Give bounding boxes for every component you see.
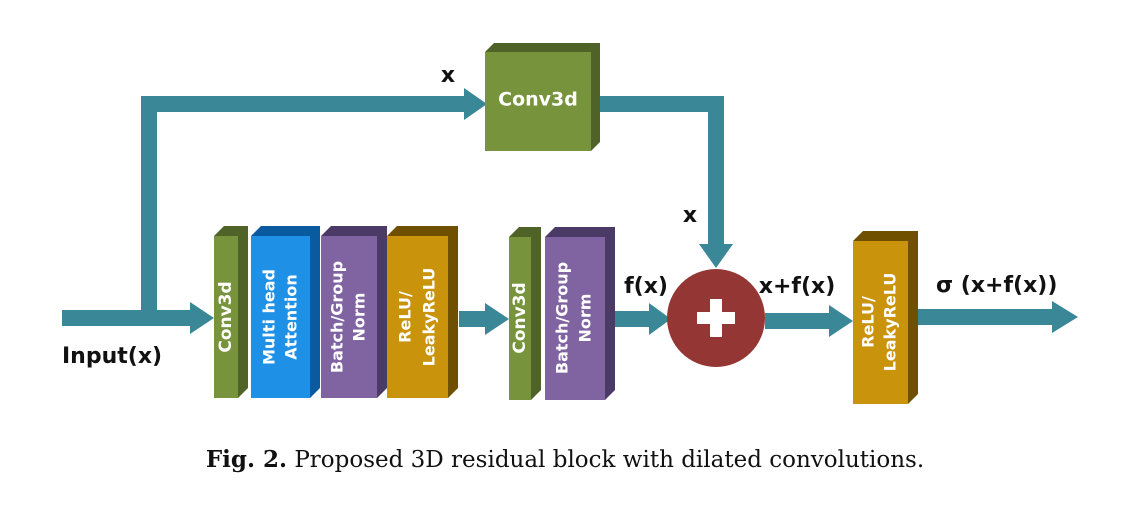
input-label: Input(x) (62, 344, 162, 369)
sum-arrow (765, 305, 853, 337)
block1-attention: Multi head Attention (251, 226, 320, 398)
block1-norm-label-1: Batch/Group (328, 261, 347, 373)
residual-block-diagram: Conv3d Conv3d Multi head Attention Batch… (62, 43, 1078, 404)
fx-arrow (615, 303, 671, 335)
block1-relu: ReLU/ LeakyReLU (387, 226, 458, 398)
block1-relu-label-1: ReLU/ (396, 291, 415, 343)
block1-to-block2-arrow (459, 303, 509, 335)
block2-norm: Batch/Group Norm (545, 227, 615, 400)
top-conv3d-block: Conv3d (485, 43, 600, 151)
caption-text: Proposed 3D residual block with dilated … (287, 447, 925, 473)
x-top-label: x (441, 63, 455, 88)
x-mid-label: x (683, 203, 697, 228)
block3-relu: ReLU/ LeakyReLU (853, 231, 918, 404)
block1-relu-label-2: LeakyReLU (420, 268, 439, 367)
block1-conv3d: Conv3d (214, 226, 248, 398)
block3-relu-label-2: LeakyReLU (881, 273, 900, 372)
addition-node (667, 269, 765, 367)
block1-attention-label-2: Attention (282, 274, 301, 359)
input-arrow (62, 302, 214, 334)
block1-attention-label-1: Multi head (260, 269, 279, 365)
x-plus-fx-label: x+f(x) (759, 274, 836, 299)
block1-norm: Batch/Group Norm (321, 226, 387, 398)
block2-conv3d: Conv3d (509, 227, 541, 400)
block1-conv3d-label: Conv3d (216, 281, 236, 352)
figure-caption: Fig. 2. Proposed 3D residual block with … (0, 446, 1130, 473)
block3-relu-label-1: ReLU/ (859, 296, 878, 348)
block2-conv3d-label: Conv3d (510, 282, 530, 353)
top-conv3d-label: Conv3d (498, 89, 578, 111)
block1-norm-label-2: Norm (350, 293, 369, 342)
block2-norm-label-1: Batch/Group (553, 262, 572, 374)
block2-norm-label-2: Norm (576, 294, 595, 343)
skip-connection-arrow (141, 88, 487, 322)
caption-prefix: Fig. 2. (205, 446, 288, 473)
output-label: σ (x+f(x)) (936, 273, 1057, 298)
output-arrow (918, 301, 1078, 333)
fx-label: f(x) (624, 274, 668, 299)
conv-to-add-arrow (598, 96, 733, 268)
